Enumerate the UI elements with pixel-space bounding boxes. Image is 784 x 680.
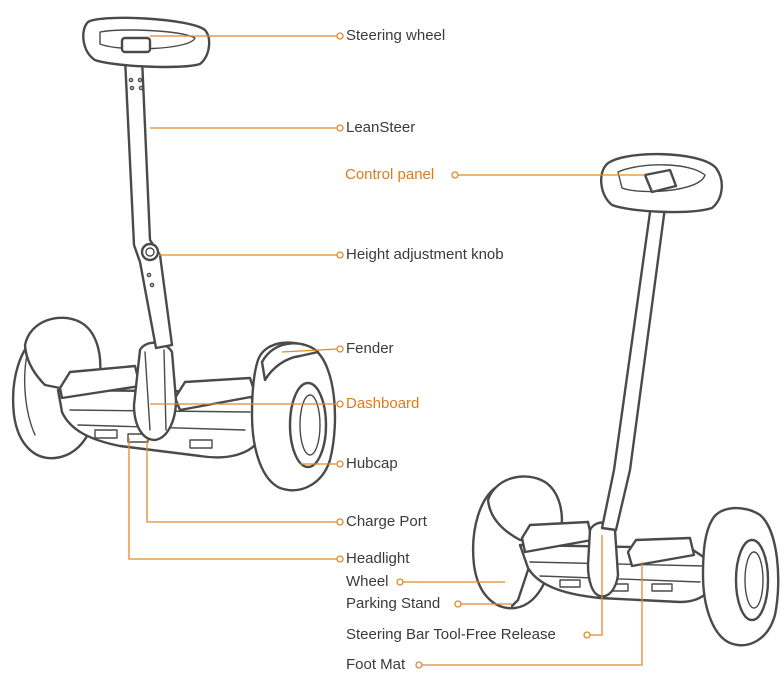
label-fender: Fender (346, 340, 394, 357)
right-scooter (472, 152, 780, 647)
right-scooter-steering-column (600, 196, 668, 532)
left-scooter (12, 16, 337, 492)
label-foot-mat: Foot Mat (346, 656, 406, 673)
right-scooter-control-panel (643, 168, 678, 194)
label-wheel: Wheel (346, 573, 389, 590)
label-charge-port: Charge Port (346, 513, 427, 530)
label-height-adjustment-knob: Height adjustment knob (346, 246, 504, 263)
label-steering-wheel: Steering wheel (346, 27, 446, 44)
right-scooter-foot-mat-right (626, 536, 696, 568)
right-scooter-parking-stand (510, 568, 530, 608)
left-scooter-steering-column (123, 56, 174, 350)
label-control-panel: Control panel (345, 166, 435, 183)
left-scooter-height-knob (140, 242, 160, 262)
label-hubcap: Hubcap (346, 455, 398, 472)
label-headlight: Headlight (346, 550, 410, 567)
label-parking-stand: Parking Stand (346, 595, 441, 612)
left-scooter-right-fender (260, 342, 320, 382)
right-scooter-knee-bar (586, 521, 620, 598)
label-leansteer: LeanSteer (346, 119, 416, 136)
label-dashboard: Dashboard (346, 395, 420, 412)
left-scooter-knee-bar (132, 341, 178, 442)
leader-lines (128, 32, 645, 669)
label-steering-bar-release: Steering Bar Tool-Free Release (346, 626, 556, 643)
